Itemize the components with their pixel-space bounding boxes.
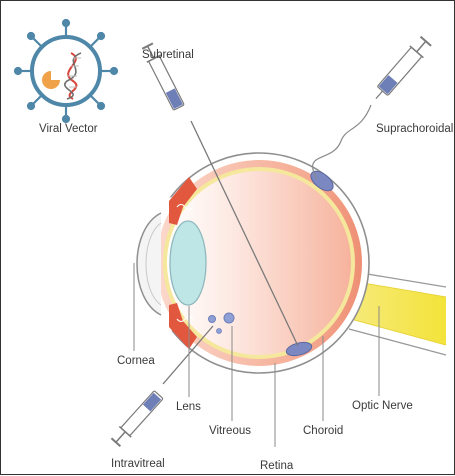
label-cornea: Cornea (117, 355, 155, 367)
lens (170, 221, 206, 305)
label-retina: Retina (260, 460, 294, 472)
vector-particle (217, 329, 222, 334)
vector-particle (209, 316, 216, 323)
label-subretinal: Subretinal (142, 49, 194, 61)
label-suprachoroidal: Suprachoroidal (376, 123, 453, 135)
suprachoroidal-tubing (313, 105, 371, 179)
label-intravitreal: Intravitreal (111, 458, 165, 470)
vector-particle (224, 313, 234, 323)
label-choroid: Choroid (303, 425, 343, 437)
label-viral-vector: Viral Vector (39, 123, 98, 135)
label-optic-nerve: Optic Nerve (352, 400, 413, 412)
cornea (137, 213, 161, 315)
label-vitreous: Vitreous (209, 425, 251, 437)
viral-vector-icon: Viral Vector (15, 20, 117, 135)
label-lens: Lens (176, 401, 201, 413)
suprachoroidal-syringe: Suprachoroidal (313, 35, 454, 179)
eyeball (137, 153, 369, 373)
